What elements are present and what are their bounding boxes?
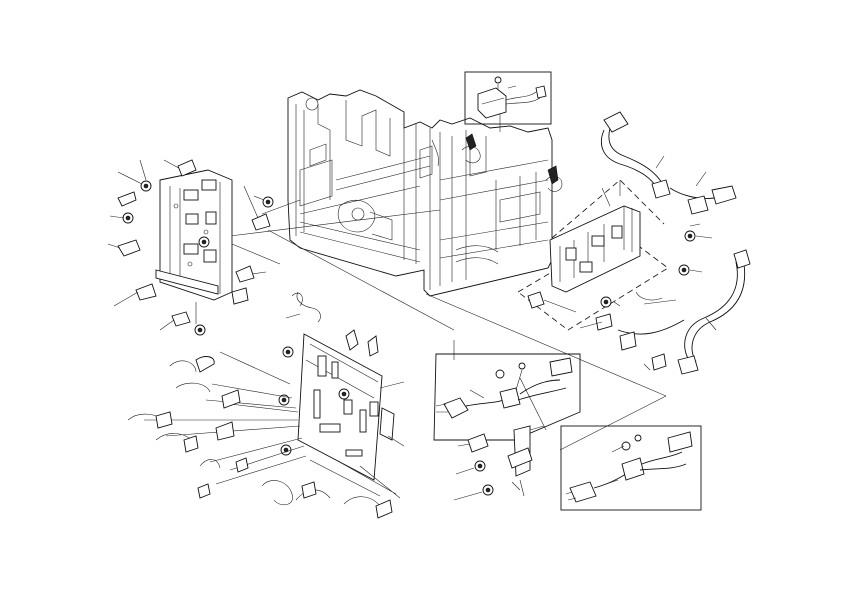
inset-top-interlock [464,71,552,125]
cord-bracket-parts [453,425,545,501]
left-bracket-assembly [107,159,274,336]
inset-mid-power-cord [433,353,581,441]
center-control-board [278,291,405,481]
right-power-board [517,111,751,375]
inset-right-power-cord [560,425,702,511]
machine-frame [287,89,563,297]
wire-harness-group [127,351,401,519]
assembly-leader-lines [229,114,667,451]
